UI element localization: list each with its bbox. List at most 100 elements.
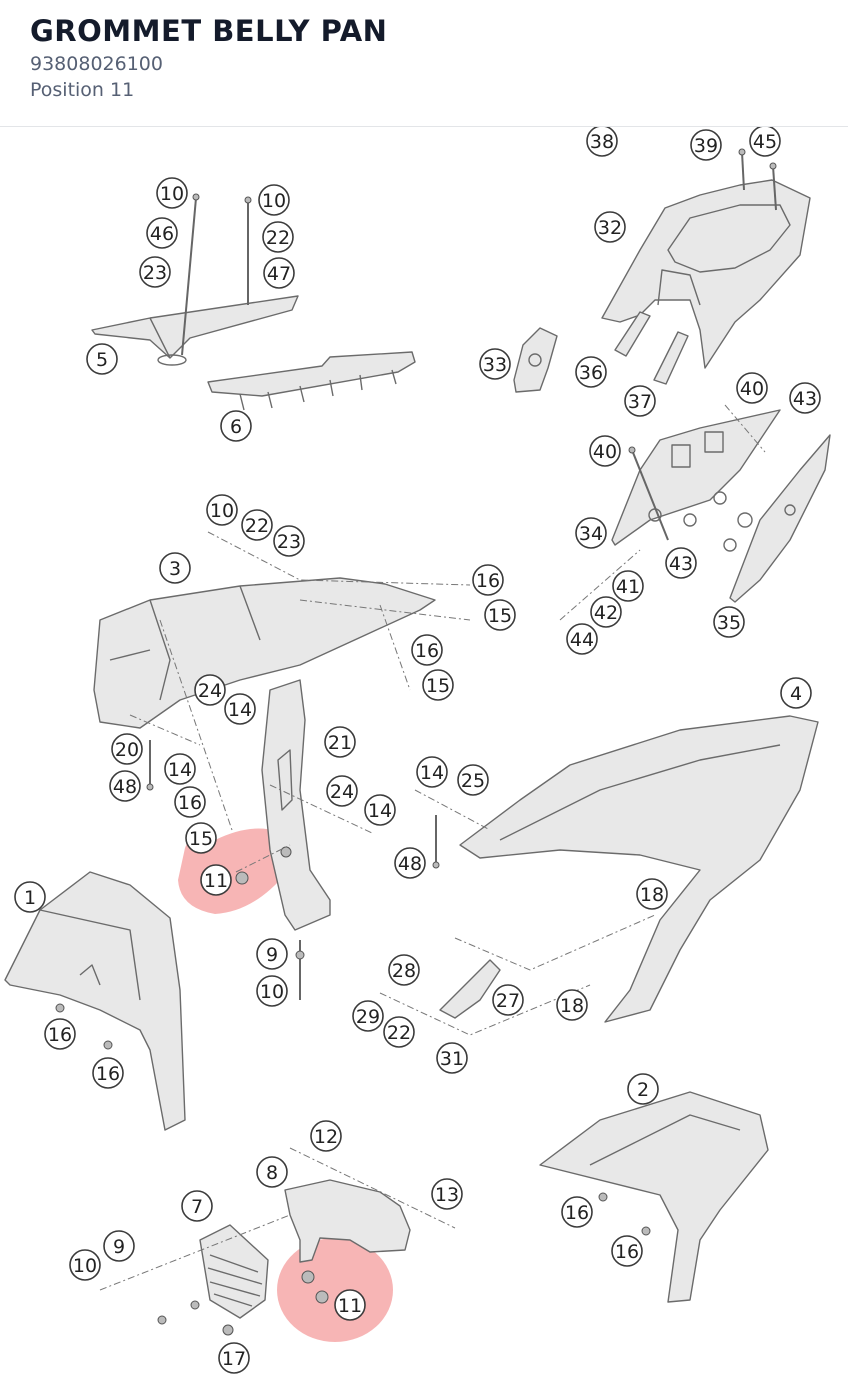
callout-10[interactable]: 10 — [256, 975, 288, 1007]
callout-47[interactable]: 47 — [263, 257, 295, 289]
callout-circle — [262, 221, 294, 253]
callout-10[interactable]: 10 — [156, 177, 188, 209]
callout-40[interactable]: 40 — [589, 435, 621, 467]
part-4-side-panel — [459, 715, 819, 1023]
callout-circle — [575, 356, 607, 388]
callout-24[interactable]: 24 — [194, 674, 226, 706]
callout-48[interactable]: 48 — [394, 847, 426, 879]
callout-circle — [472, 564, 504, 596]
callout-22[interactable]: 22 — [383, 1016, 415, 1048]
callout-43[interactable]: 43 — [789, 382, 821, 414]
callout-8[interactable]: 8 — [256, 1156, 288, 1188]
callout-5[interactable]: 5 — [86, 343, 118, 375]
callout-3[interactable]: 3 — [159, 552, 191, 584]
callout-label: 14 — [228, 699, 252, 721]
callout-7[interactable]: 7 — [181, 1190, 213, 1222]
callout-9[interactable]: 9 — [103, 1230, 135, 1262]
callout-circle — [273, 525, 305, 557]
callout-circle — [436, 1042, 468, 1074]
callout-label: 43 — [669, 553, 693, 575]
callout-32[interactable]: 32 — [594, 211, 626, 243]
callout-24[interactable]: 24 — [326, 775, 358, 807]
callout-23[interactable]: 23 — [139, 256, 171, 288]
callout-label: 20 — [115, 739, 139, 761]
callout-11[interactable]: 11 — [334, 1289, 366, 1321]
callout-17[interactable]: 17 — [218, 1342, 250, 1374]
callout-14[interactable]: 14 — [364, 794, 396, 826]
part-33-bracket — [513, 327, 558, 393]
callout-label: 24 — [198, 680, 222, 702]
callout-circle — [586, 127, 618, 157]
callout-18[interactable]: 18 — [556, 989, 588, 1021]
callout-15[interactable]: 15 — [185, 822, 217, 854]
callout-15[interactable]: 15 — [484, 599, 516, 631]
callout-circle — [146, 217, 178, 249]
callout-44[interactable]: 44 — [566, 623, 598, 655]
callout-16[interactable]: 16 — [174, 786, 206, 818]
callout-circle — [416, 756, 448, 788]
callout-25[interactable]: 25 — [457, 764, 489, 796]
callout-2[interactable]: 2 — [627, 1073, 659, 1105]
callout-circle — [627, 1073, 659, 1105]
callout-22[interactable]: 22 — [262, 221, 294, 253]
callout-35[interactable]: 35 — [713, 606, 745, 638]
callout-label: 16 — [96, 1063, 120, 1085]
callout-12[interactable]: 12 — [310, 1120, 342, 1152]
callout-circle — [590, 596, 622, 628]
callout-10[interactable]: 10 — [258, 184, 290, 216]
callout-label: 40 — [740, 378, 764, 400]
callout-34[interactable]: 34 — [575, 517, 607, 549]
callout-23[interactable]: 23 — [273, 525, 305, 557]
callout-42[interactable]: 42 — [590, 596, 622, 628]
callout-46[interactable]: 46 — [146, 217, 178, 249]
callout-4[interactable]: 4 — [780, 677, 812, 709]
callout-circle — [69, 1249, 101, 1281]
callout-41[interactable]: 41 — [612, 570, 644, 602]
callout-10[interactable]: 10 — [206, 494, 238, 526]
callout-27[interactable]: 27 — [492, 984, 524, 1016]
callout-31[interactable]: 31 — [436, 1042, 468, 1074]
callout-48[interactable]: 48 — [109, 770, 141, 802]
callout-9[interactable]: 9 — [256, 938, 288, 970]
callout-circle — [636, 878, 668, 910]
callout-18[interactable]: 18 — [636, 878, 668, 910]
callout-15[interactable]: 15 — [422, 669, 454, 701]
callout-36[interactable]: 36 — [575, 356, 607, 388]
callout-14[interactable]: 14 — [416, 756, 448, 788]
callout-6[interactable]: 6 — [220, 410, 252, 442]
callout-16[interactable]: 16 — [611, 1235, 643, 1267]
callout-11[interactable]: 11 — [200, 864, 232, 896]
callout-40[interactable]: 40 — [736, 372, 768, 404]
callout-22[interactable]: 22 — [241, 509, 273, 541]
callout-45[interactable]: 45 — [749, 127, 781, 157]
callout-label: 4 — [790, 683, 802, 705]
callout-circle — [411, 634, 443, 666]
callout-circle — [780, 677, 812, 709]
callout-1[interactable]: 1 — [14, 881, 46, 913]
callout-28[interactable]: 28 — [388, 954, 420, 986]
callout-39[interactable]: 39 — [690, 129, 722, 161]
callout-13[interactable]: 13 — [431, 1178, 463, 1210]
callout-16[interactable]: 16 — [44, 1018, 76, 1050]
callout-circle — [185, 822, 217, 854]
callout-38[interactable]: 38 — [586, 127, 618, 157]
callout-21[interactable]: 21 — [324, 726, 356, 758]
callout-16[interactable]: 16 — [561, 1196, 593, 1228]
callout-29[interactable]: 29 — [352, 1000, 384, 1032]
callout-label: 29 — [356, 1006, 380, 1028]
callout-20[interactable]: 20 — [111, 733, 143, 765]
callout-33[interactable]: 33 — [479, 348, 511, 380]
callout-label: 11 — [204, 870, 228, 892]
callout-37[interactable]: 37 — [624, 385, 656, 417]
callout-10[interactable]: 10 — [69, 1249, 101, 1281]
callout-14[interactable]: 14 — [224, 693, 256, 725]
callout-label: 33 — [483, 354, 507, 376]
callout-16[interactable]: 16 — [472, 564, 504, 596]
callout-14[interactable]: 14 — [164, 753, 196, 785]
callout-label: 37 — [628, 391, 652, 413]
callout-16[interactable]: 16 — [92, 1057, 124, 1089]
callout-circle — [241, 509, 273, 541]
callout-16[interactable]: 16 — [411, 634, 443, 666]
callout-43[interactable]: 43 — [665, 547, 697, 579]
